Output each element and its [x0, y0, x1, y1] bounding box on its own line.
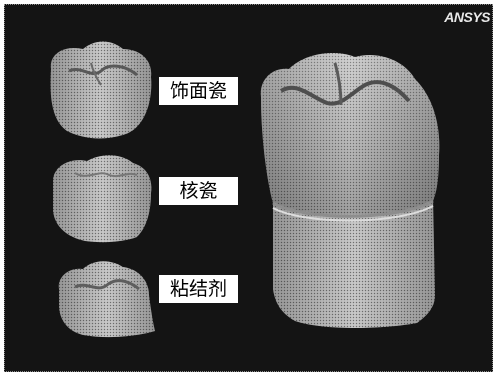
- core-label: 核瓷: [159, 177, 238, 205]
- ansys-logo: ANSYS: [444, 9, 490, 25]
- cement-label: 粘结剂: [159, 275, 238, 303]
- tooth-model-render[interactable]: [5, 5, 493, 372]
- cement-model: [59, 261, 155, 337]
- assembled-tooth-model: [261, 53, 439, 328]
- veneer-crown-model: [51, 42, 152, 139]
- veneer-label: 饰面瓷: [159, 77, 238, 105]
- core-model: [53, 155, 151, 242]
- graphics-canvas[interactable]: ANSYS 饰面瓷 核瓷 粘结剂: [4, 4, 493, 372]
